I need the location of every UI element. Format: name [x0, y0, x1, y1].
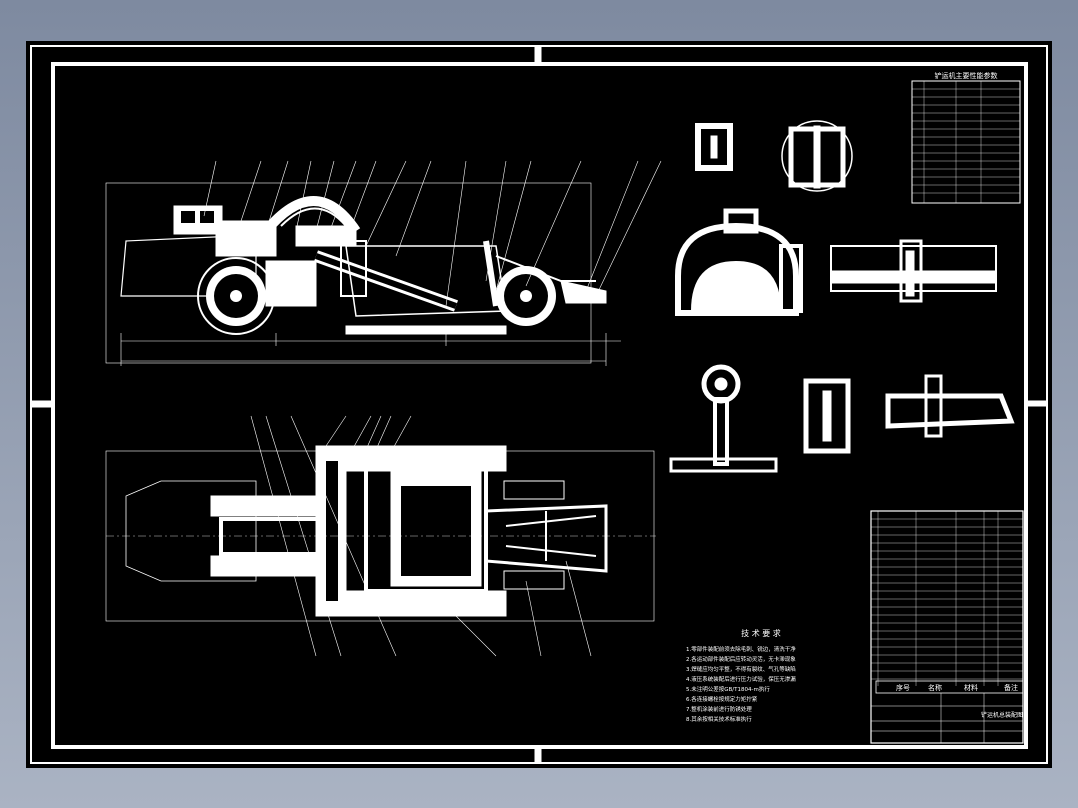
parts-header-remark: 备注 [1004, 683, 1018, 692]
side-view-assembly [105, 160, 662, 366]
tech-line: 3.焊缝应均匀平整，不得有裂纹、气孔等缺陷 [686, 665, 796, 673]
tech-line: 7.整机涂装前进行防锈处理 [686, 705, 752, 713]
spec-table-title: 铲运机主要性能参数 [935, 71, 998, 80]
detail-views [669, 120, 1015, 473]
tech-line: 2.各运动部件装配后应转动灵活，无卡滞现象 [686, 655, 796, 663]
spec-table: 铲运机主要性能参数 [911, 71, 1021, 204]
tech-line: 4.液压系统装配后进行压力试验，保压无渗漏 [686, 675, 796, 683]
center-mark-bottom [534, 746, 542, 764]
inner-border [51, 62, 1028, 749]
drawing-title: 铲运机总装配图 [981, 711, 1023, 719]
tech-line: 6.各连接螺栓按规定力矩拧紧 [686, 695, 758, 703]
parts-header-material: 材料 [964, 683, 978, 692]
tech-req-title: 技 术 要 求 [741, 628, 781, 638]
center-mark-top [534, 45, 542, 65]
parts-list: 序号 名称 材料 备注 铲运机总装配图 [870, 510, 1024, 744]
drawing-sheet: 铲运机主要性能参数 序号 名称 材料 备注 铲运机总装配图 技 术 要 求 1.… [30, 45, 1048, 764]
parts-header-name: 名称 [928, 683, 942, 692]
plan-view-assembly [105, 415, 656, 657]
cad-viewport[interactable]: 铲运机主要性能参数 序号 名称 材料 备注 铲运机总装配图 技 术 要 求 1.… [26, 41, 1052, 768]
tech-line: 1.零部件装配前须去除毛刺、锐边，清洗干净 [686, 645, 796, 653]
tech-line: 8.其余按相关技术标准执行 [686, 715, 752, 723]
center-mark-right [1025, 400, 1048, 407]
center-mark-left [31, 400, 54, 408]
outer-border [30, 45, 1048, 764]
tech-requirements: 技 术 要 求 1.零部件装配前须去除毛刺、锐边，清洗干净 2.各运动部件装配后… [686, 628, 796, 723]
parts-header-no: 序号 [896, 683, 910, 692]
tech-line: 5.未注明公差按GB/T1804-m执行 [686, 685, 770, 693]
